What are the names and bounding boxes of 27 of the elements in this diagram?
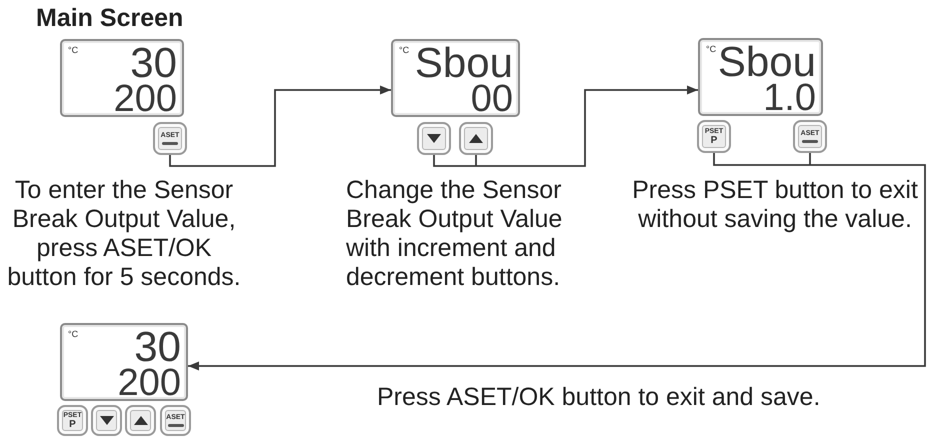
display-screen: [391, 39, 520, 117]
up-button: [125, 405, 156, 436]
lower-display-readout: 200: [114, 83, 177, 115]
upper-display-readout: 30: [130, 43, 177, 83]
lower-display-readout: 00: [470, 83, 513, 115]
lower-display-readout: 1.0: [763, 82, 816, 114]
edge-label: Press ASET/OK button to exit and save.: [377, 383, 820, 412]
up-button: [459, 122, 493, 155]
down-button: [91, 405, 122, 436]
unit-label: °C: [399, 46, 410, 55]
connector-arrow: [169, 86, 391, 167]
instruction-text: Change the Sensor Break Output Value with increment and decrement buttons.: [346, 176, 564, 292]
upper-display-readout: 30: [134, 327, 181, 367]
instruction-text: Press PSET button to exit without saving the value.: [631, 176, 919, 234]
instruction-text: To enter the Sensor Break Output Value, press ASET/OK button for 5 seconds.: [6, 176, 242, 292]
upper-display-readout: Sbou: [414, 43, 513, 83]
unit-label: °C: [68, 46, 78, 55]
connector-arrow: [433, 86, 699, 167]
unit-label: °C: [68, 330, 78, 339]
display-screen: [698, 38, 823, 116]
display-screen: [60, 323, 188, 401]
unit-label: °C: [706, 45, 716, 54]
lower-display-readout: 200: [118, 367, 181, 399]
screen-heading: Main Screen: [36, 4, 184, 32]
down-button: [417, 122, 451, 155]
upper-display-readout: Sbou: [718, 42, 816, 82]
connector-arrow: [187, 152, 926, 370]
